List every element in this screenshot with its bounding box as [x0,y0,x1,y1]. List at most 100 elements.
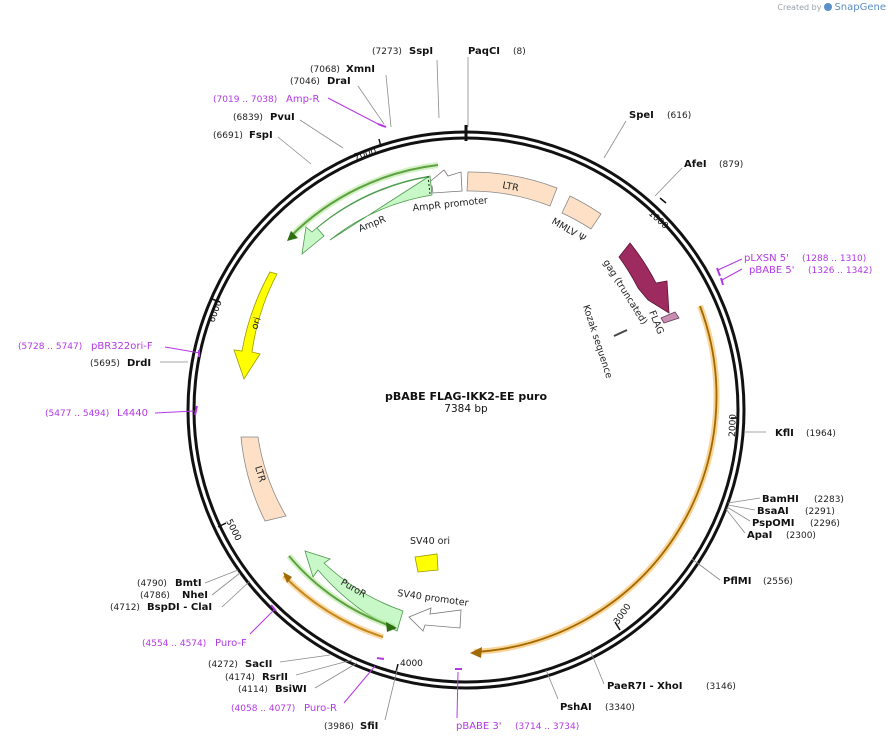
primer-label-puro-r[interactable]: (4058 .. 4077) Puro-R [231,703,337,714]
enzyme-name: XmnI [346,64,375,75]
feature-mmlv-psi[interactable]: MMLV Ψ [550,195,602,244]
primer-label-pbabe5[interactable]: pBABE 5' (1326 .. 1342) [749,265,872,276]
primer-name: Puro-R [304,703,337,714]
tick-4000: 4000 [400,659,423,669]
enzyme-pos: (4786) [140,591,170,601]
primer-pos: (1326 .. 1342) [808,266,872,276]
primer-label-puro-f[interactable]: (4554 .. 4574) Puro-F [142,638,247,649]
enzyme-name: SspI [409,46,433,57]
enzyme-pos: (6839) [233,113,263,123]
enzyme-name: BamHI [762,494,799,505]
primer-pos: (5728 .. 5747) [18,342,82,352]
feature-ltr-top[interactable]: LTR [466,171,558,207]
enzyme-label-pshai[interactable]: PshAI (3340) [560,702,635,713]
enzyme-label-bsaai[interactable]: BsaAI (2291) [757,506,835,517]
primer-pos: (7019 .. 7038) [213,95,277,105]
primer-leaders [154,97,743,719]
enzyme-label-pspomi[interactable]: PspOMI (2296) [752,518,840,529]
feature-ori[interactable]: ori [233,271,278,380]
primer-label-amp-r[interactable]: (7019 .. 7038) Amp-R [213,94,320,105]
enzyme-pos: (2291) [805,507,835,517]
primer-label-pbabe3[interactable]: pBABE 3' (3714 .. 3734) [456,721,579,732]
enzyme-label-xmni[interactable]: (7068) XmnI [310,64,375,75]
feature-flag[interactable]: FLAG [646,309,680,336]
enzyme-pos: (2556) [763,577,793,587]
primer-label-plxsn5[interactable]: pLXSN 5' (1288 .. 1310) [744,253,866,264]
enzyme-label-bspdi-clai[interactable]: (4712) BspDI - ClaI [110,602,212,613]
enzyme-name: BmtI [175,578,202,589]
primer-name: pBABE 5' [749,265,795,276]
enzyme-pos: (879) [719,160,743,170]
ori-label: ori [249,316,263,331]
enzyme-pos: (7068) [310,65,340,75]
enzyme-label-apai[interactable]: ApaI (2300) [747,530,816,541]
enzyme-label-paqci[interactable]: PaqCI (8) [468,46,526,57]
feature-sv40-ori[interactable]: SV40 ori [410,536,450,573]
primer-name: pBABE 3' [456,721,502,732]
feature-kozak[interactable]: Kozak sequence [580,304,628,380]
plasmid-name: pBABE FLAG-IKK2-EE puro [385,390,547,403]
enzyme-label-nhei[interactable]: (4786) NheI [140,590,208,601]
enzyme-name: FspI [249,130,273,141]
feature-ltr-bottom[interactable]: LTR [240,436,287,522]
enzyme-pos: (616) [667,111,691,121]
enzyme-name: ApaI [747,530,772,541]
plasmid-length: 7384 bp [444,403,488,415]
primer-pos: (3714 .. 3734) [515,722,579,732]
enzyme-name: SfiI [360,721,378,732]
enzyme-pos: (3986) [324,722,354,732]
tick-2000: 2000 [728,414,739,438]
feature-sv40-promoter[interactable]: SV40 promoter [397,588,470,632]
primer-name: Amp-R [286,94,320,105]
enzyme-pos: (3340) [605,703,635,713]
enzyme-pos: (8) [513,47,526,57]
primer-pos: (5477 .. 5494) [45,409,109,419]
enzyme-label-kfli[interactable]: KflI (1964) [775,428,836,439]
enzyme-label-sspi[interactable]: (7273) SspI [372,46,433,57]
enzyme-pos: (4272) [208,660,238,670]
enzyme-label-sfii[interactable]: (3986) SfiI [324,721,378,732]
enzyme-name: RsrII [262,672,288,683]
enzyme-label-sacii[interactable]: (4272) SacII [208,659,272,670]
enzyme-name: SacII [245,659,272,670]
enzyme-name: SpeI [629,110,654,121]
enzyme-name: BspDI - ClaI [147,602,212,613]
enzyme-name: PvuI [270,112,295,123]
enzyme-pos: (7273) [372,47,402,57]
tick-1000: 1000 [646,209,670,232]
enzyme-label-bamhi[interactable]: BamHI (2283) [762,494,844,505]
enzyme-name: DrdI [127,358,151,369]
sv40-ori-label: SV40 ori [410,536,450,547]
orf-puror-arc [286,554,397,632]
credit-prefix: Created by [777,3,822,12]
primer-pos: (4058 .. 4077) [231,704,295,714]
enzyme-label-drai[interactable]: (7046) DraI [290,76,351,87]
enzyme-name: KflI [775,428,794,439]
enzyme-label-bsiwi[interactable]: (4114) BsiWI [238,684,307,695]
enzyme-pos: (4712) [110,603,140,613]
enzyme-name: PaqCI [468,46,500,57]
feature-ampr[interactable]: AmpR [301,175,433,255]
enzyme-label-bmti[interactable]: (4790) BmtI [137,578,202,589]
enzyme-label-rsrii[interactable]: (4174) RsrII [225,672,288,683]
enzyme-label-paer7i-xhoi[interactable]: PaeR7I - XhoI (3146) [607,681,736,692]
sv40-promoter-label: SV40 promoter [397,588,470,609]
ampr-label: AmpR [357,214,388,235]
enzyme-name: DraI [327,76,351,87]
enzyme-label-afei[interactable]: AfeI (879) [684,159,743,170]
enzyme-label-drdi[interactable]: (5695) DrdI [90,358,151,369]
enzyme-name: PspOMI [752,518,794,529]
enzyme-pos: (4114) [238,685,268,695]
enzyme-label-pflmi[interactable]: PflMI (2556) [723,576,793,587]
flag-label: FLAG [646,309,665,336]
enzyme-label-pvui[interactable]: (6839) PvuI [233,112,295,123]
primer-label-l4440[interactable]: (5477 .. 5494) L4440 [45,408,148,419]
enzyme-label-spei[interactable]: SpeI (616) [629,110,691,121]
enzyme-pos: (2296) [810,519,840,529]
feature-puror[interactable]: PuroR [304,550,404,632]
primer-label-pbr322ori-f[interactable]: (5728 .. 5747) pBR322ori-F [18,341,153,352]
credit-brand: SnapGene [834,2,886,13]
orf-ampr-arc [287,162,439,241]
enzyme-label-fspi[interactable]: (6691) FspI [213,130,273,141]
